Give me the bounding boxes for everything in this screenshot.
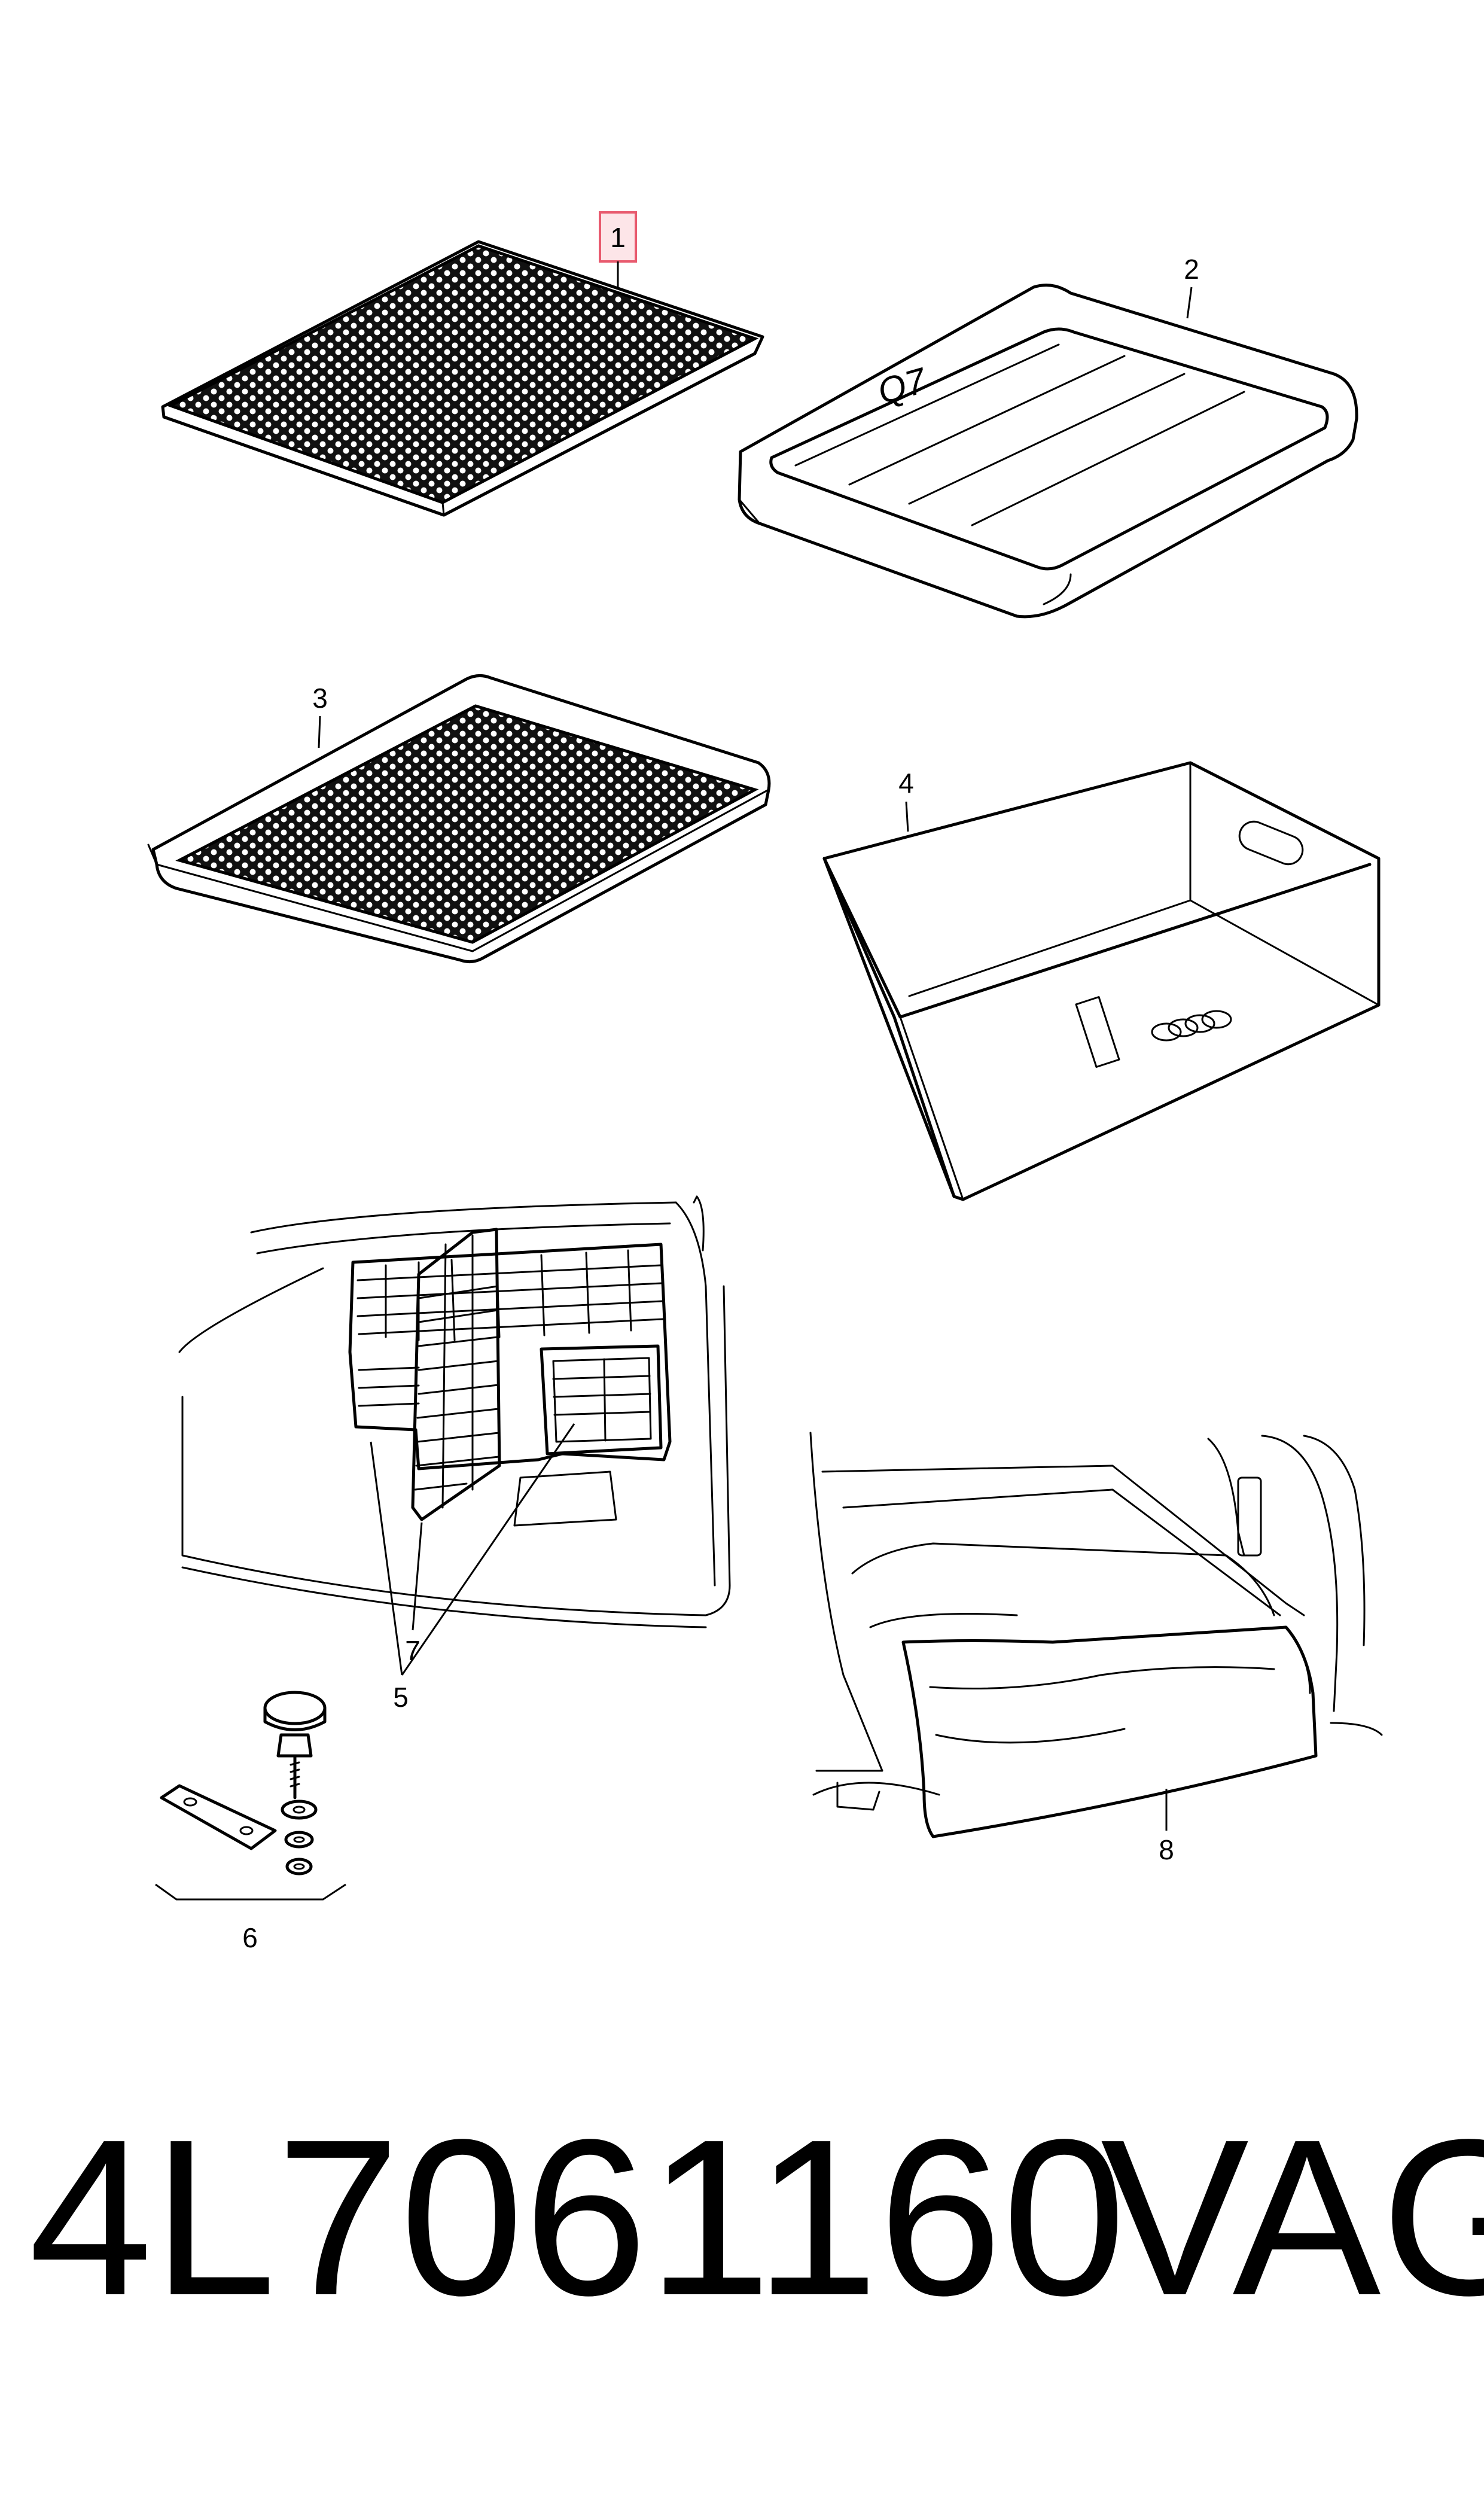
callout-3[interactable]: 3 — [312, 683, 328, 748]
part-6-fixing-kit — [155, 1691, 346, 1901]
callout-2-label: 2 — [1184, 254, 1199, 285]
part-5-partition-grille-scene — [178, 1195, 731, 1628]
part-number: 4L7061160 — [29, 2093, 1126, 2342]
callout-8-label: 8 — [1159, 1834, 1174, 1865]
callout-8[interactable]: 8 — [1159, 1789, 1174, 1865]
part-2-cargo-tray — [738, 284, 1358, 619]
callout-1-highlight — [599, 211, 637, 263]
callout-5[interactable]: 5 — [370, 1423, 575, 1713]
callout-1-label: 1 — [610, 222, 626, 253]
callout-4[interactable]: 4 — [898, 768, 914, 832]
callout-1[interactable]: 1 — [599, 211, 637, 289]
part-3-tray-with-insert — [147, 674, 771, 964]
part-4-storage-box — [822, 761, 1381, 1201]
callout-2[interactable]: 2 — [1184, 254, 1199, 319]
four-rings-logo — [1151, 1010, 1232, 1042]
callout-3-label: 3 — [312, 683, 328, 714]
brand-label: VAG — [1101, 2093, 1484, 2342]
part-1-rubber-mat[interactable] — [161, 240, 764, 517]
callout-6[interactable]: 6 — [242, 1922, 258, 1953]
callout-4-label: 4 — [898, 768, 914, 799]
callout-6-label: 6 — [242, 1922, 258, 1953]
part-8-sill-cover-scene — [809, 1432, 1383, 1838]
tray-marking: Q7 — [873, 360, 932, 412]
callout-5-label: 5 — [393, 1682, 409, 1713]
